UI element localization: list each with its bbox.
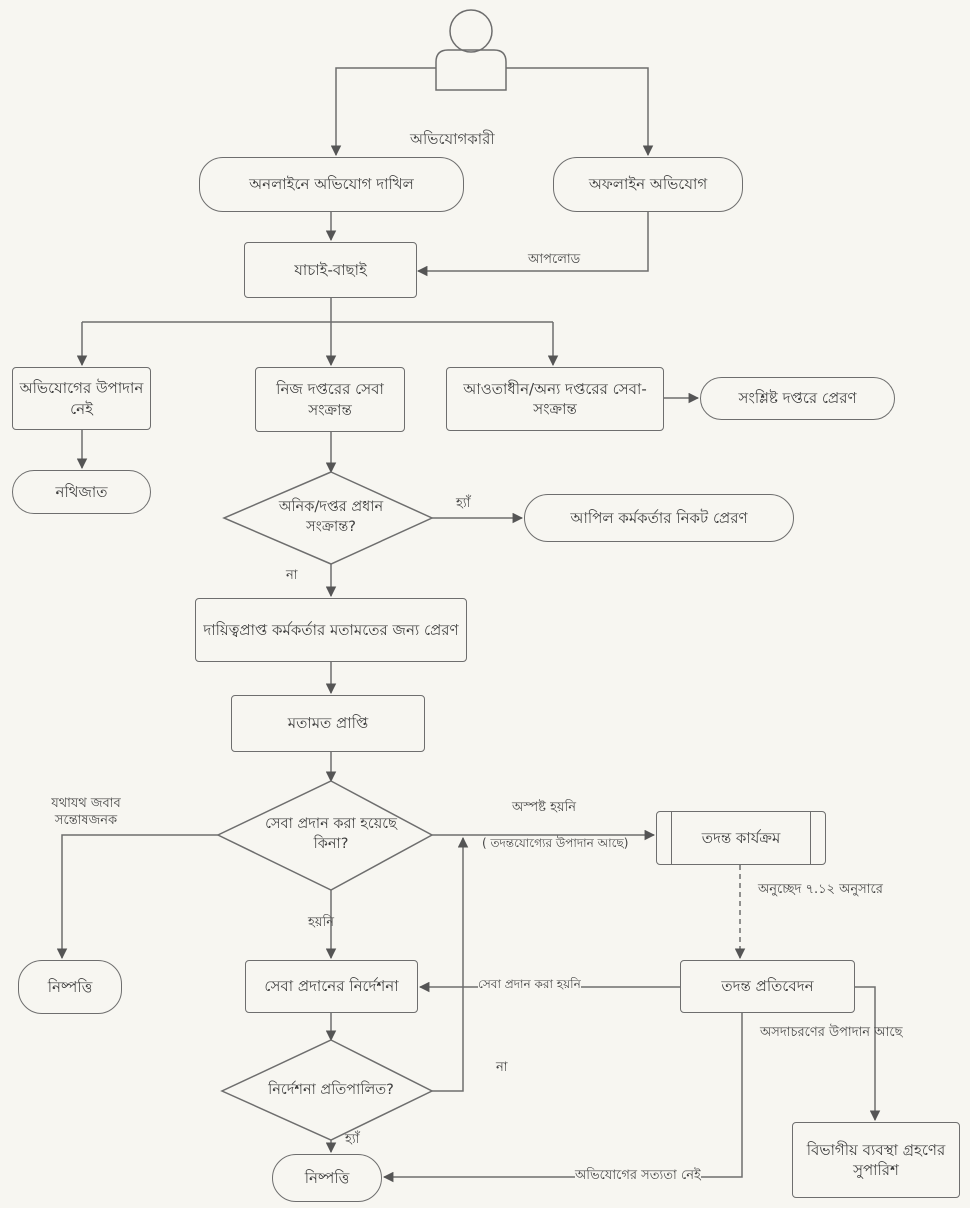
appellate-officer-node: আপিল কর্মকর্তার নিকট প্রেরণ [524, 494, 794, 542]
own-office-node: নিজ দপ্তরের সেবা সংক্রান্ত [255, 367, 405, 432]
forward-office-node: সংশ্লিষ্ট দপ্তরে প্রেরণ [700, 377, 895, 420]
settle-left-node: নিষ্পত্তি [18, 960, 122, 1014]
offline-complaint-node: অফলাইন অভিযোগ [553, 157, 743, 212]
service-decision-shape [216, 780, 434, 891]
complainant-label: অভিযোগকারী [410, 130, 495, 148]
as-per-para-label: অনুচ্ছেদ ৭.১২ অনুসারে [758, 882, 883, 897]
not-done-label: হয়নি [308, 915, 334, 930]
yes-appellate-label: হ্যাঁ [456, 496, 471, 511]
arrow-actor-offline [506, 67, 654, 157]
service-decision-node: সেবা প্রদান করা হয়েছে কিনা? [265, 816, 397, 852]
investigation-report-node: তদন্ত প্রতিবেদন [680, 960, 855, 1013]
service-instruction-node: সেবা প্রদানের নির্দেশনা [245, 960, 418, 1013]
arrow-report-disciplinary [855, 986, 881, 1122]
no-element-node: অভিযোগের উপাদান নেই [12, 367, 151, 430]
subprocess-left-bar [671, 812, 672, 864]
arrow-complied-loop [432, 836, 469, 1092]
arrow-offline-verify [416, 212, 649, 277]
investigation-node: তদন্ত কার্যক্রম [656, 811, 826, 865]
not-true-label: অভিযোগের সত্যতা নেই [575, 1168, 701, 1185]
online-complaint-node: অনলাইনে অভিযোগ দাখিল [199, 157, 464, 212]
complied-decision-node: নির্দেশনা প্রতিপালিত? [268, 1082, 394, 1099]
send-officer-node: দায়িত্বপ্রাপ্ত কর্মকর্তার মতামতের জন্য … [195, 598, 467, 662]
arrow-decision-settle1 [56, 834, 218, 960]
unclear-label: অস্পষ্ট হয়নি [512, 800, 577, 815]
arrow-actor-online [330, 67, 436, 157]
investigation-label: তদন্ত কার্যক্রম [701, 828, 781, 847]
no-loop-label: না [496, 1060, 508, 1075]
head-decision-shape [222, 471, 434, 565]
yes-settle-label: হ্যাঁ [345, 1132, 360, 1147]
user-icon [435, 9, 507, 91]
arrow-report-settle2 [382, 1013, 743, 1183]
other-office-node: আওতাধীন/অন্য দপ্তরের সেবা-সংক্রান্ত [446, 367, 664, 431]
disciplinary-action-node: বিভাগীয় ব্যবস্থা গ্রহণের সুপারিশ [792, 1122, 960, 1198]
unclear-sub-label: ( তদন্তযোগ্যের উপাদান আছে) [482, 836, 629, 850]
subprocess-right-bar [810, 812, 811, 864]
head-decision-node: অনিক/দপ্তর প্রধান সংক্রান্ত? [278, 499, 384, 535]
complied-decision-shape [220, 1039, 434, 1141]
reply-satisfactory-text: যথাযথ জবাব সন্তোষজনক [51, 796, 121, 828]
reply-satisfactory-label: যথাযথ জবাব সন্তোষজনক [30, 796, 142, 830]
settle-bottom-node: নিষ্পত্তি [272, 1154, 382, 1202]
service-not-given-label: সেবা প্রদান করা হয়নি [478, 977, 581, 993]
verification-node: যাচাই-বাছাই [244, 242, 417, 298]
filed-node: নথিজাত [12, 470, 151, 514]
opinion-received-node: মতামত প্রাপ্তি [231, 695, 425, 752]
upload-label: আপলোড [528, 252, 581, 267]
evidence-exists-label: অসদাচরণের উপাদান আছে [760, 1025, 903, 1040]
no-head-label: না [286, 568, 298, 583]
